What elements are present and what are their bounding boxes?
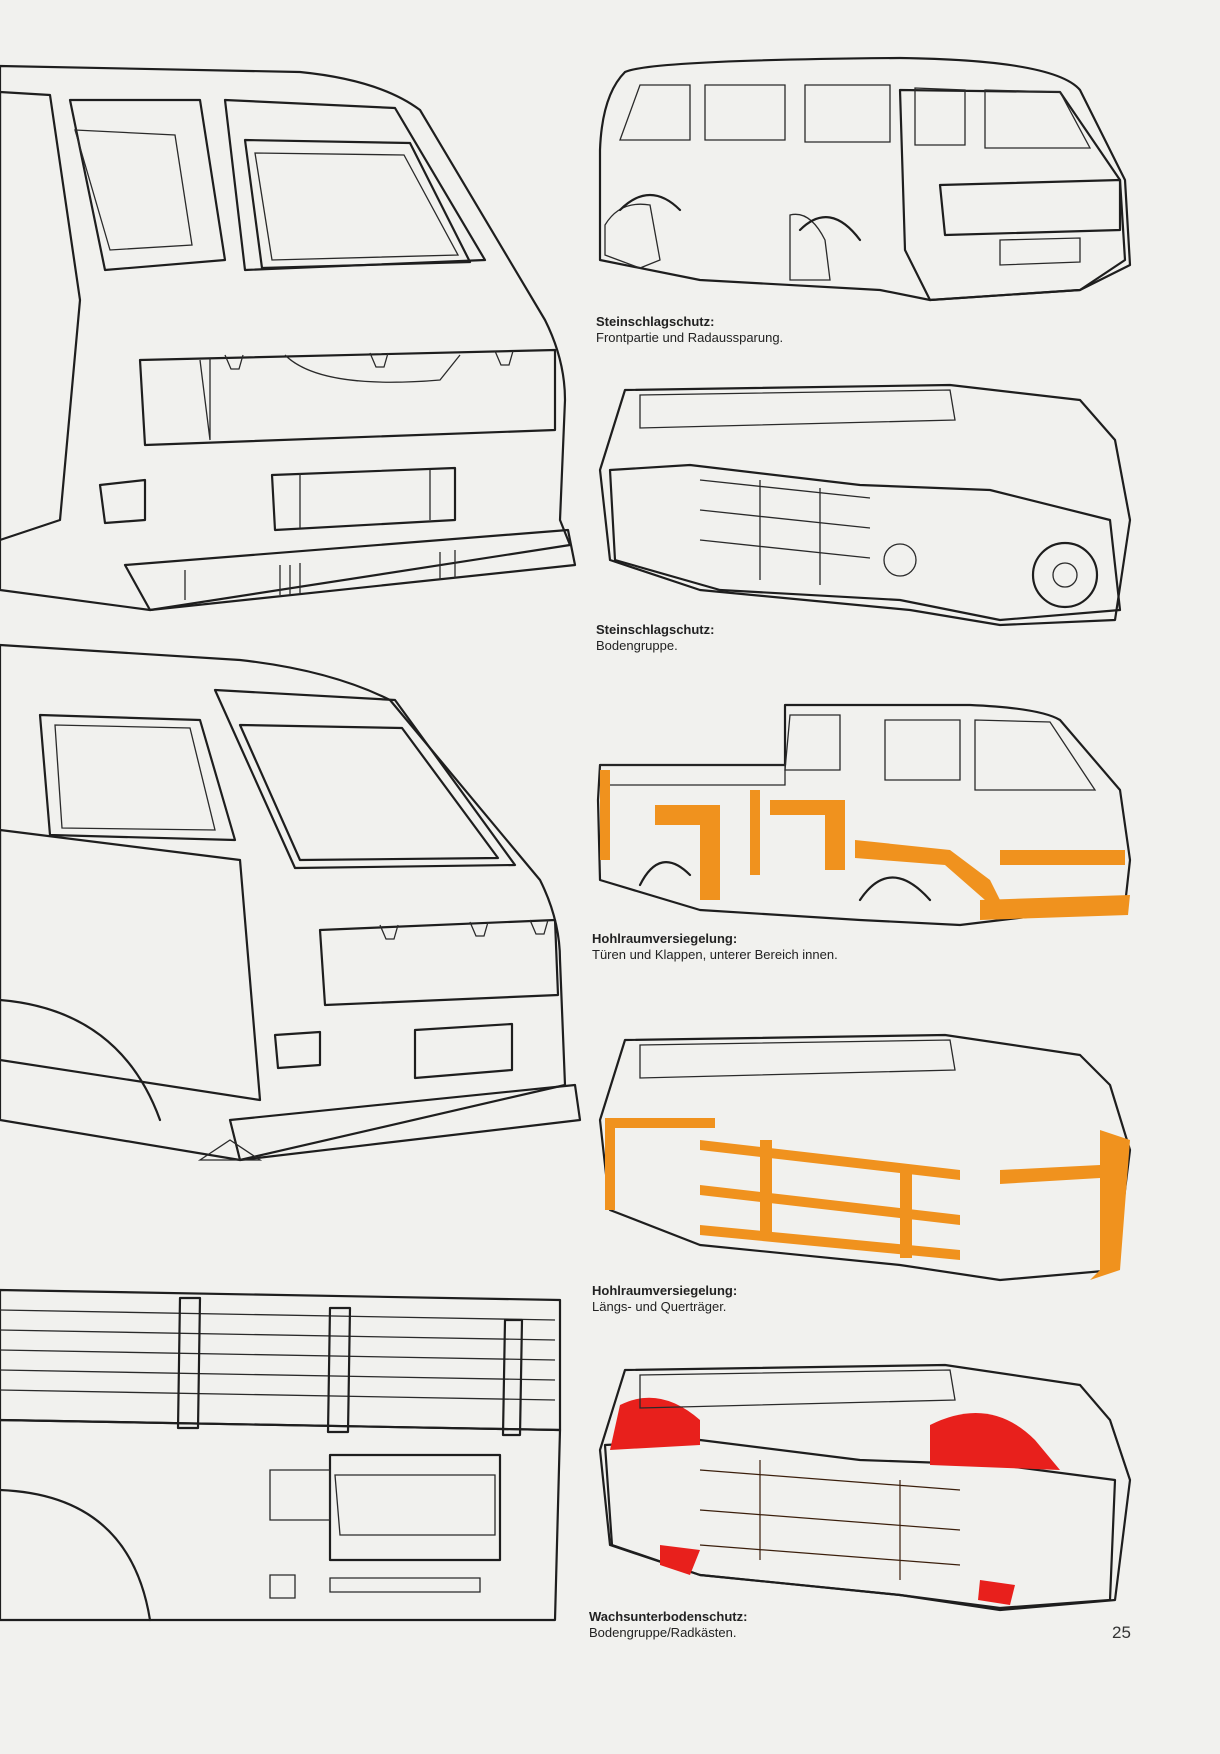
caption-subtitle: Bodengruppe. <box>596 638 678 653</box>
caption-title: Hohlraumversiegelung: <box>592 931 738 946</box>
underbody-yellow-thumbnail <box>598 383 1132 627</box>
pickup-rear-illustration <box>0 1288 562 1622</box>
caption-subtitle: Frontpartie und Radaussparung. <box>596 330 784 345</box>
caption-stone-chip-front: Steinschlagschutz: Frontpartie und Radau… <box>596 314 783 346</box>
caption-cavity-doors: Hohlraumversiegelung: Türen und Klappen,… <box>592 931 838 963</box>
caption-title: Hohlraumversiegelung: <box>592 1283 738 1298</box>
van-yellow-front-thumbnail <box>598 56 1132 302</box>
caption-title: Steinschlagschutz: <box>596 314 715 329</box>
caption-title: Steinschlagschutz: <box>596 622 715 637</box>
van-front-illustration <box>0 64 577 612</box>
page-number: 25 <box>1112 1623 1131 1642</box>
crew-cab-orange-thumbnail <box>596 703 1132 927</box>
underbody-orange-thumbnail <box>598 1033 1132 1282</box>
caption-subtitle: Längs- und Querträger. <box>592 1299 727 1314</box>
crew-cab-front-illustration <box>0 643 582 1162</box>
caption-stone-chip-floor: Steinschlagschutz: Bodengruppe. <box>596 622 714 654</box>
underbody-wax-thumbnail <box>598 1363 1132 1612</box>
caption-cavity-members: Hohlraumversiegelung: Längs- und Querträ… <box>592 1283 737 1315</box>
caption-title: Wachsunterbodenschutz: <box>589 1609 748 1624</box>
caption-subtitle: Bodengruppe/Radkästen. <box>589 1625 737 1640</box>
caption-subtitle: Türen und Klappen, unterer Bereich innen… <box>592 947 838 962</box>
caption-wax-underbody: Wachsunterbodenschutz: Bodengruppe/Radkä… <box>589 1609 747 1641</box>
